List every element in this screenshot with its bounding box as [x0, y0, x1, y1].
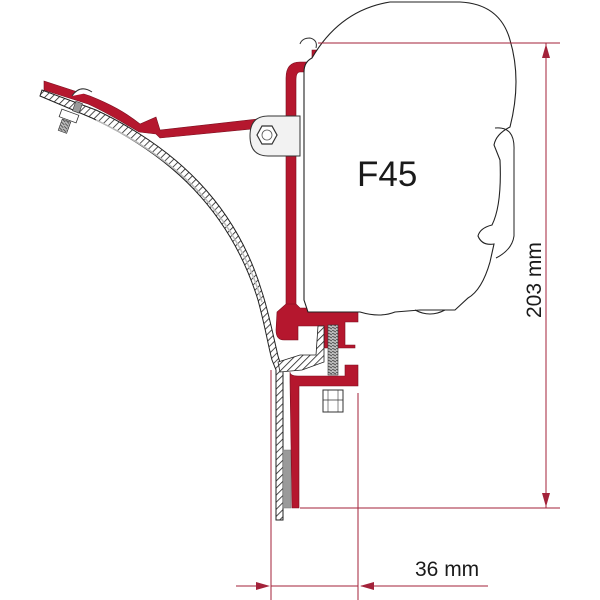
- hinge-plate: [249, 115, 301, 157]
- vehicle-roof-panel: [39, 89, 284, 521]
- clamp-bolt-thread: [327, 324, 339, 376]
- hex-bolt-icon: [256, 125, 278, 145]
- offset-dimension-label: 36 mm: [415, 558, 479, 581]
- arrow-left-icon: [360, 582, 374, 590]
- arrow-down-icon: [542, 493, 550, 507]
- height-dimension: [270, 42, 560, 600]
- offset-dimension: [236, 582, 488, 590]
- roof-bolt: [57, 88, 93, 134]
- awning-cassette: F45: [299, 1, 517, 316]
- arrow-right-icon: [256, 582, 270, 590]
- seal-strip: [282, 449, 292, 509]
- clamp-bolt-nut: [322, 389, 344, 413]
- height-dimension-label: 203 mm: [523, 242, 546, 318]
- product-label: F45: [357, 155, 417, 194]
- arrow-up-icon: [542, 44, 550, 58]
